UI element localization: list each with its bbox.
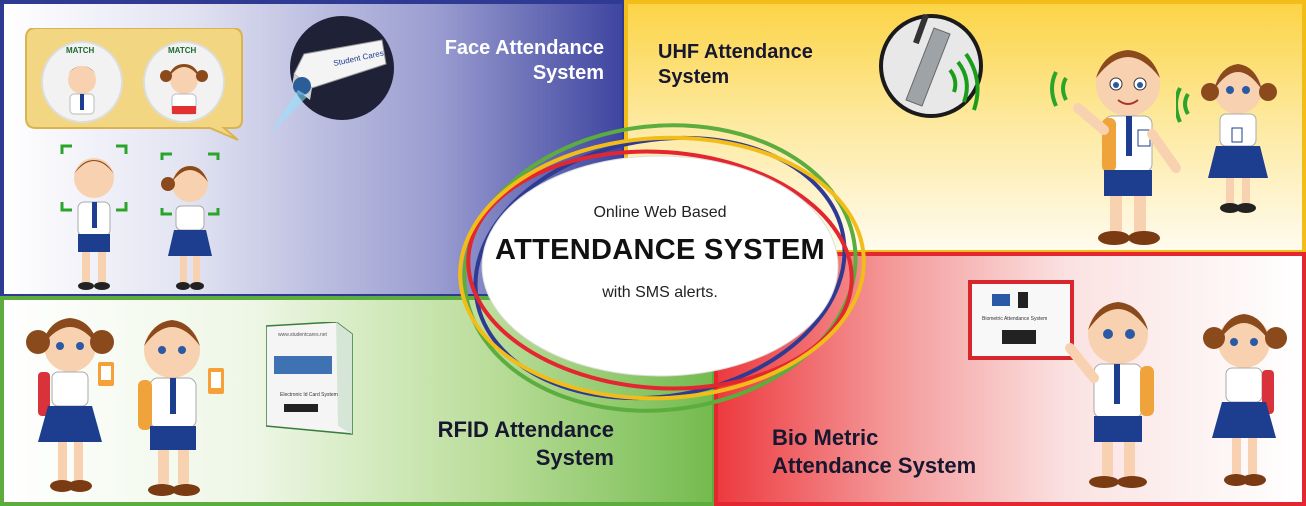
face-scan-icon <box>60 144 128 212</box>
girl-face-icon <box>160 64 208 115</box>
face-attendance-title: Face Attendance System <box>444 37 604 84</box>
rfid-girl-figure <box>18 306 122 502</box>
uhf-attendance-panel: UHF Attendance System <box>624 0 1306 254</box>
svg-text:Biometric Attendance System: Biometric Attendance System <box>982 316 1047 322</box>
match-label-boy: MATCH <box>66 46 95 55</box>
match-label-girl: MATCH <box>168 46 197 55</box>
match-bubble: MATCH MATCH <box>24 28 246 144</box>
camera-icon: Student Cares <box>264 14 404 134</box>
boy-face-icon <box>68 66 96 115</box>
bio-boy-figure <box>1056 292 1174 492</box>
boy-face-scan-figure <box>54 144 134 294</box>
uhf-boy-figure <box>1048 38 1198 250</box>
signal-wave-icon <box>948 68 958 93</box>
rfid-device-icon: www.studentcares.net Electronic Id Card … <box>266 322 356 436</box>
bio-girl-figure <box>1188 304 1298 494</box>
center-heading: Online Web Based ATTENDANCE SYSTEM with … <box>484 158 836 376</box>
center-subtitle-top: Online Web Based <box>593 204 727 221</box>
svg-text:Electronic Id Card System: Electronic Id Card System <box>280 392 338 398</box>
biometric-attendance-title: Bio Metric Attendance System <box>772 425 977 478</box>
rfid-attendance-title: RFID Attendance System <box>437 417 614 470</box>
girl-face-scan-figure <box>150 152 230 294</box>
face-attendance-panel: Face Attendance System <box>0 0 626 298</box>
svg-text:www.studentcares.net: www.studentcares.net <box>278 332 328 338</box>
uhf-girl-figure <box>1176 52 1292 220</box>
uhf-attendance-title: UHF Attendance System <box>658 41 813 88</box>
center-subtitle-bottom: with SMS alerts. <box>602 284 718 301</box>
center-title: ATTENDANCE SYSTEM <box>494 234 826 266</box>
uhf-reader-icon <box>876 10 986 122</box>
rfid-boy-figure <box>116 310 234 502</box>
biometric-device-icon: Biometric Attendance System <box>968 280 1074 360</box>
